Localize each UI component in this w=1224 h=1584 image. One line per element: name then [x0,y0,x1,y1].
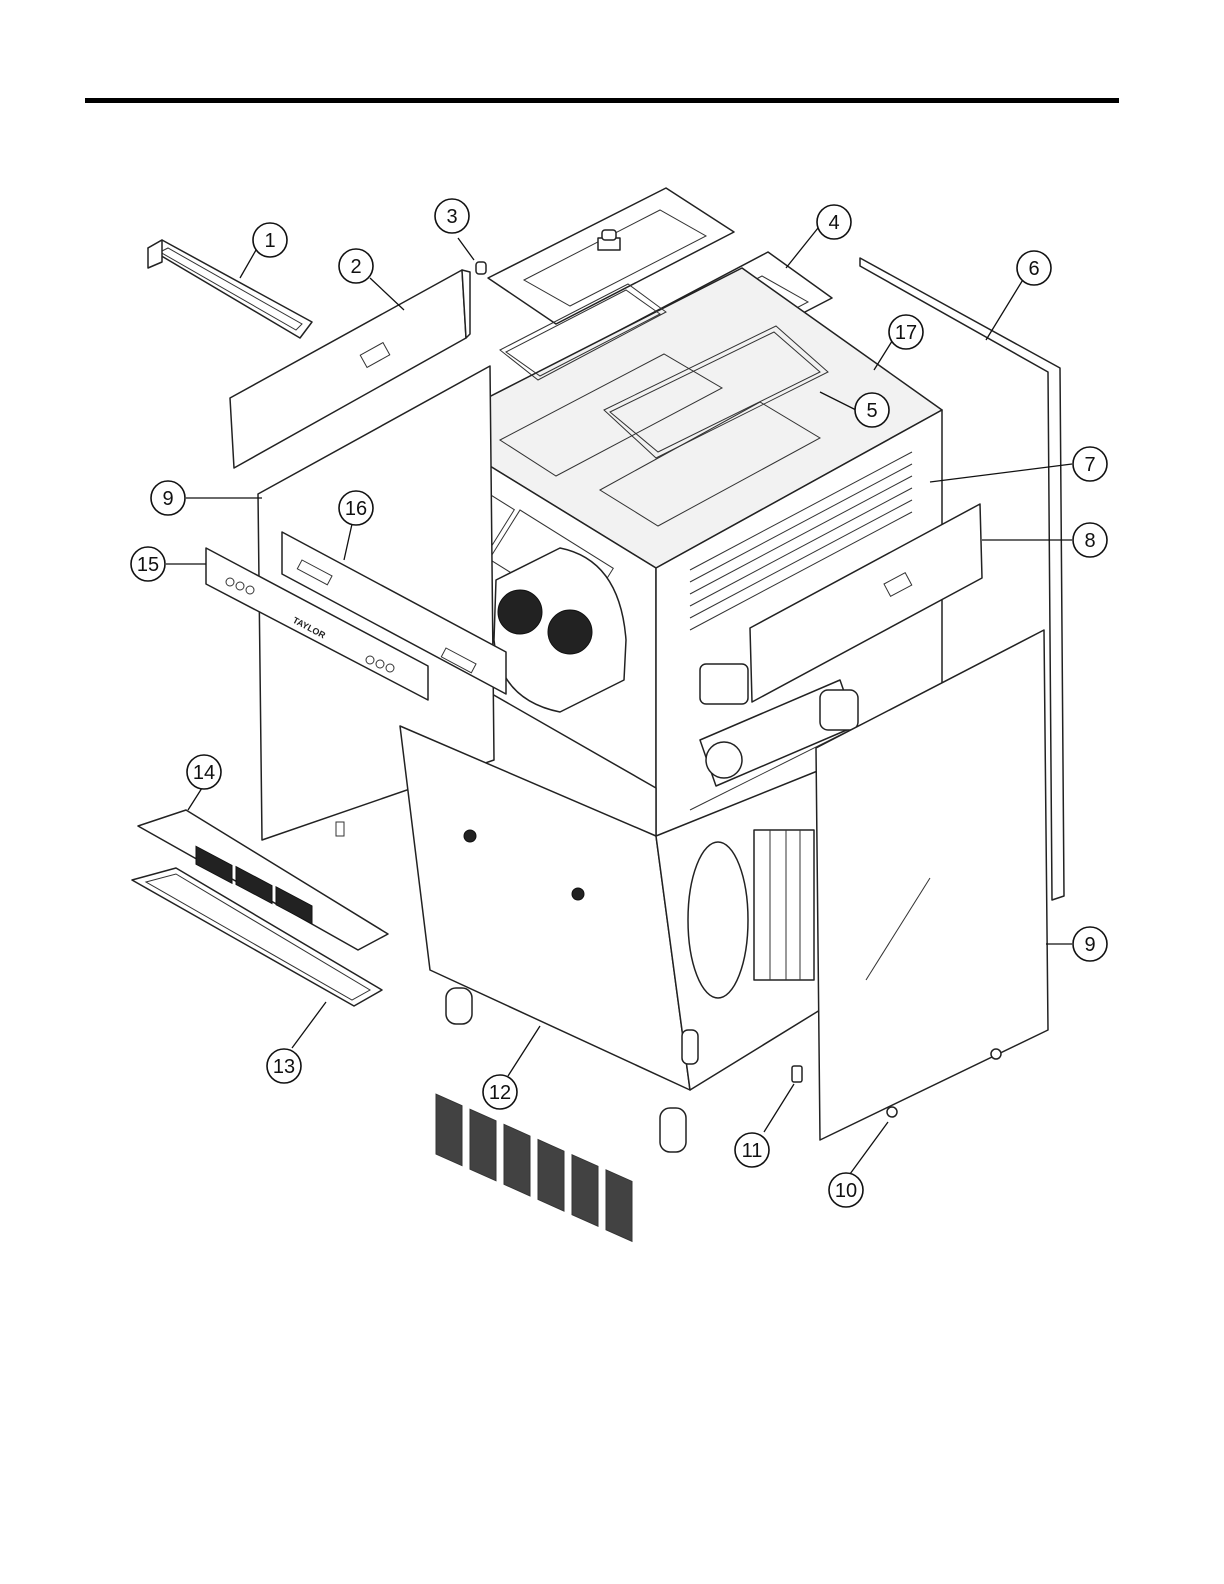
callout-90: 9 [1073,927,1107,961]
callout-1: 1 [253,223,287,257]
callout-10: 10 [829,1173,863,1207]
callout-number: 2 [350,256,361,278]
callout-13: 13 [267,1049,301,1083]
callout-9: 9 [151,481,185,515]
callout-12: 12 [483,1075,517,1109]
callout-3: 3 [435,199,469,233]
callout-2: 2 [339,249,373,283]
callout-number: 17 [895,322,917,344]
callout-number: 13 [273,1056,295,1078]
callout-16: 16 [339,491,373,525]
callout-number: 7 [1084,454,1095,476]
lower-vents [436,1094,632,1241]
callout-number: 4 [828,212,839,234]
callout-7: 7 [1073,447,1107,481]
callout-number: 14 [193,762,215,784]
callout-number: 6 [1028,258,1039,280]
callout-number: 11 [742,1140,763,1162]
callout-number: 15 [137,554,159,576]
callout-number: 9 [162,488,173,510]
callout-number: 5 [866,400,877,422]
callout-number: 3 [446,206,457,228]
callout-number: 10 [835,1180,857,1202]
callout-number: 1 [264,230,275,252]
callout-number: 12 [489,1082,511,1104]
callout-11: 11 [735,1133,769,1167]
part-1-rail [148,240,312,338]
part-3-plug [476,262,486,274]
callout-5: 5 [855,393,889,427]
callout-17: 17 [889,315,923,349]
part-11-clip [792,1066,802,1082]
callout-number: 16 [345,498,367,520]
callout-15: 15 [131,547,165,581]
header-rule [85,98,1119,103]
callout-14: 14 [187,755,221,789]
callout-number: 9 [1084,934,1095,956]
callout-6: 6 [1017,251,1051,285]
callout-8: 8 [1073,523,1107,557]
callout-4: 4 [817,205,851,239]
callout-number: 8 [1084,530,1095,552]
